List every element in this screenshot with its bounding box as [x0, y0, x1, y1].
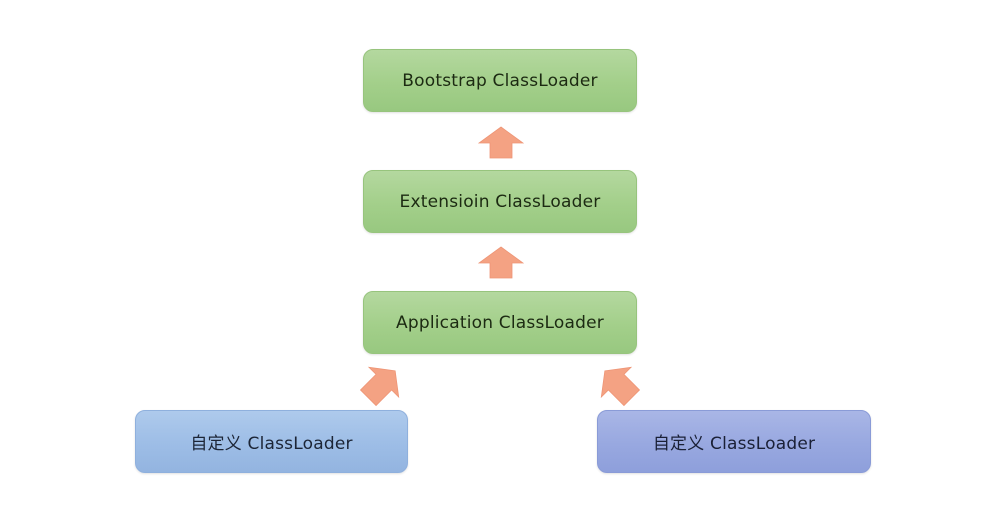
- node-label: Bootstrap ClassLoader: [402, 70, 598, 91]
- extension-classloader-node: Extensioin ClassLoader: [363, 170, 637, 233]
- bootstrap-classloader-node: Bootstrap ClassLoader: [363, 49, 637, 112]
- custom-classloader-node-left: 自定义 ClassLoader: [135, 410, 408, 473]
- application-classloader-node: Application ClassLoader: [363, 291, 637, 354]
- arrow-up-left-icon: [600, 366, 641, 407]
- arrow-up-icon: [478, 246, 524, 279]
- node-label: Extensioin ClassLoader: [399, 191, 601, 212]
- custom-classloader-node-right: 自定义 ClassLoader: [597, 410, 871, 473]
- node-label: Application ClassLoader: [396, 312, 604, 333]
- node-label: 自定义 ClassLoader: [190, 434, 353, 454]
- arrow-up-right-icon: [359, 366, 400, 407]
- node-label: 自定义 ClassLoader: [652, 434, 816, 454]
- arrow-up-icon: [478, 126, 524, 159]
